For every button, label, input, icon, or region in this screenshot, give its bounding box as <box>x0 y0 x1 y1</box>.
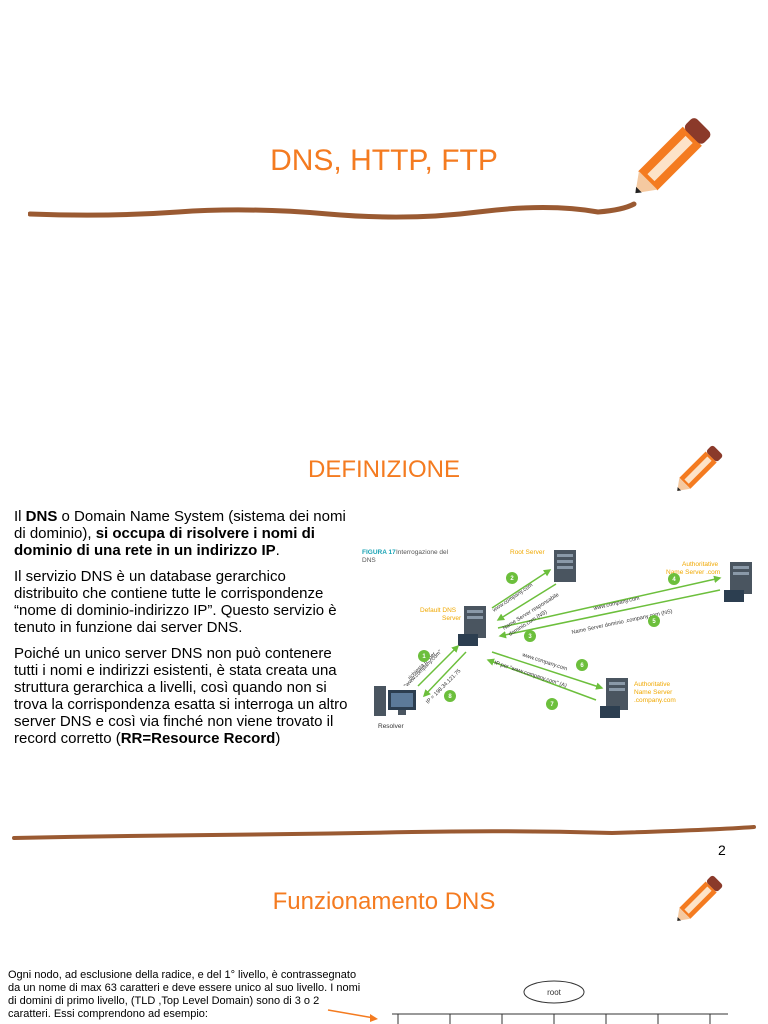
auth-company-label-2: Name Server <box>634 689 673 696</box>
figure-caption-text: Interrogazione del <box>396 549 449 556</box>
dns-operation-text: Ogni nodo, ad esclusione della radice, e… <box>8 969 361 1020</box>
text-run: ) <box>275 730 281 747</box>
auth-com-label-2: Name Server .com <box>666 569 720 576</box>
arrow-8 <box>422 651 467 698</box>
arrow-6 <box>491 651 604 690</box>
text-bold: si occupa di risolvere i nomi di dominio… <box>14 525 315 559</box>
default-dns-label-2: Server <box>442 615 462 622</box>
tree-root-label: root <box>547 988 562 997</box>
slide-1: DNS, HTTP, FTP <box>0 0 768 260</box>
step-number-5: 5 <box>652 619 656 625</box>
step-badge-3 <box>524 630 536 642</box>
auth-company-label-1: Authoritative <box>634 681 671 688</box>
tree-root-node <box>523 980 585 1004</box>
default-dns-server-icon <box>458 606 486 646</box>
root-server-label: Root Server <box>510 549 546 556</box>
step-badge-2 <box>506 572 518 584</box>
text-bold: RR=Resource Record <box>120 730 276 747</box>
root-server-icon <box>554 550 576 582</box>
paragraph-3: Poiché un unico server DNS non può conte… <box>14 645 348 747</box>
slide-2-title: DEFINIZIONE <box>307 456 460 483</box>
step-number-1: 1 <box>422 654 426 660</box>
arrow-4-label: www.company.com <box>592 595 640 612</box>
auth-company-label-3: .company.com <box>634 697 676 704</box>
step-badge-4 <box>668 573 680 585</box>
paragraph-2: Il servizio DNS è un database gerarchico… <box>14 568 337 636</box>
text-run: Il <box>14 508 26 525</box>
arrow-7 <box>486 658 597 701</box>
arrow-2 <box>491 569 552 609</box>
text-run: o Domain Name System (sistema dei nomi d… <box>14 508 346 542</box>
figure-caption-text-2: DNS <box>362 557 376 564</box>
step-number-3: 3 <box>528 634 532 640</box>
orange-pointer-arrow <box>327 1009 378 1022</box>
paragraph-1: Il DNS o Domain Name System (sistema dei… <box>14 508 348 559</box>
pencil-icon <box>635 118 711 194</box>
default-dns-label-1: Default DNS <box>420 607 457 614</box>
step-number-7: 7 <box>550 702 554 708</box>
step-number-6: 6 <box>580 663 584 669</box>
slide-3-title: Funzionamento DNS <box>272 888 496 915</box>
dns-query-figure: FIGURA 17 Interrogazione del DNS Root Se… <box>362 549 752 730</box>
arrow-5 <box>498 589 721 639</box>
page-number: 2 <box>718 842 726 858</box>
divider-rule <box>28 201 637 220</box>
slide-2: DEFINIZIONE Il DNS o Domain Name System … <box>0 430 768 870</box>
figure-caption-label: FIGURA 17 <box>362 549 396 556</box>
step-badge-6 <box>576 659 588 671</box>
pencil-icon <box>677 875 723 921</box>
arrow-3 <box>496 583 557 621</box>
step-badge-7 <box>546 698 558 710</box>
arrow-4 <box>497 575 722 629</box>
step-number-2: 2 <box>510 576 514 582</box>
text-run: Poiché un unico server DNS non può conte… <box>14 645 348 747</box>
auth-com-server-icon <box>724 562 752 602</box>
divider-rule <box>12 825 756 840</box>
step-badge-1 <box>418 650 430 662</box>
text-run: . <box>275 542 280 559</box>
step-number-4: 4 <box>672 577 676 583</box>
resolver-computer-icon <box>374 686 416 716</box>
definition-text: Il DNS o Domain Name System (sistema dei… <box>14 508 348 756</box>
auth-company-server-icon <box>600 678 628 718</box>
slide-1-title: DNS, HTTP, FTP <box>270 144 498 177</box>
step-badge-5 <box>648 615 660 627</box>
step-badge-8 <box>444 690 456 702</box>
resolver-label: Resolver <box>378 723 404 730</box>
text-bold: DNS <box>25 508 58 525</box>
arrow-1 <box>417 644 460 687</box>
step-number-8: 8 <box>448 694 452 700</box>
dns-tree-diagram: root <box>392 980 728 1024</box>
auth-com-label-1: Authoritative <box>682 561 719 568</box>
pencil-icon <box>677 445 723 491</box>
slide-3: Funzionamento DNS Ogni nodo, ad esclusio… <box>0 860 768 1024</box>
